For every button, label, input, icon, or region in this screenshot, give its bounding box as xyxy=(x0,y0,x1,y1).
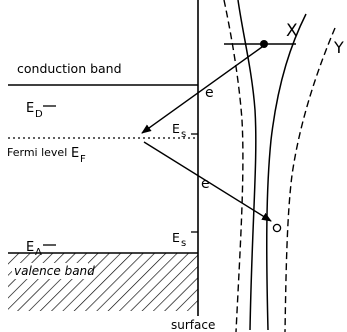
valence-label-mask xyxy=(12,263,88,279)
curve-y-label: Y xyxy=(333,38,344,57)
electron-label-lower: e xyxy=(201,176,210,192)
e-a-subscript: A xyxy=(35,247,42,258)
valence-band-hatch xyxy=(8,253,198,311)
e-s-label-upper: E xyxy=(172,121,180,136)
e-a-label: E xyxy=(26,240,34,255)
hole-circle xyxy=(272,223,282,233)
transition-arrow-upper xyxy=(141,46,263,134)
e-d-label: E xyxy=(26,101,34,116)
e-f-label: E xyxy=(71,146,79,161)
transition-arrow-lower xyxy=(143,141,272,222)
curve-x-label: X xyxy=(286,21,298,41)
electron-dot xyxy=(260,40,268,48)
conduction-band-label: conduction band xyxy=(17,61,122,76)
e-f-subscript: F xyxy=(80,154,86,165)
e-s-label-lower: E xyxy=(172,230,180,245)
e-s-subscript-lower: s xyxy=(181,238,186,249)
curve-x-right xyxy=(266,13,307,331)
surface-label: surface xyxy=(171,318,215,332)
curve-x-left xyxy=(237,0,257,331)
curve-y-right xyxy=(284,27,336,332)
curve-y-left xyxy=(223,0,244,332)
e-s-subscript-upper: s xyxy=(181,129,186,140)
e-d-subscript: D xyxy=(35,109,43,120)
electron-label-upper: e xyxy=(205,85,214,101)
valence-band-label: valence band xyxy=(14,264,95,278)
fermi-level-label: Fermi level xyxy=(7,146,67,159)
